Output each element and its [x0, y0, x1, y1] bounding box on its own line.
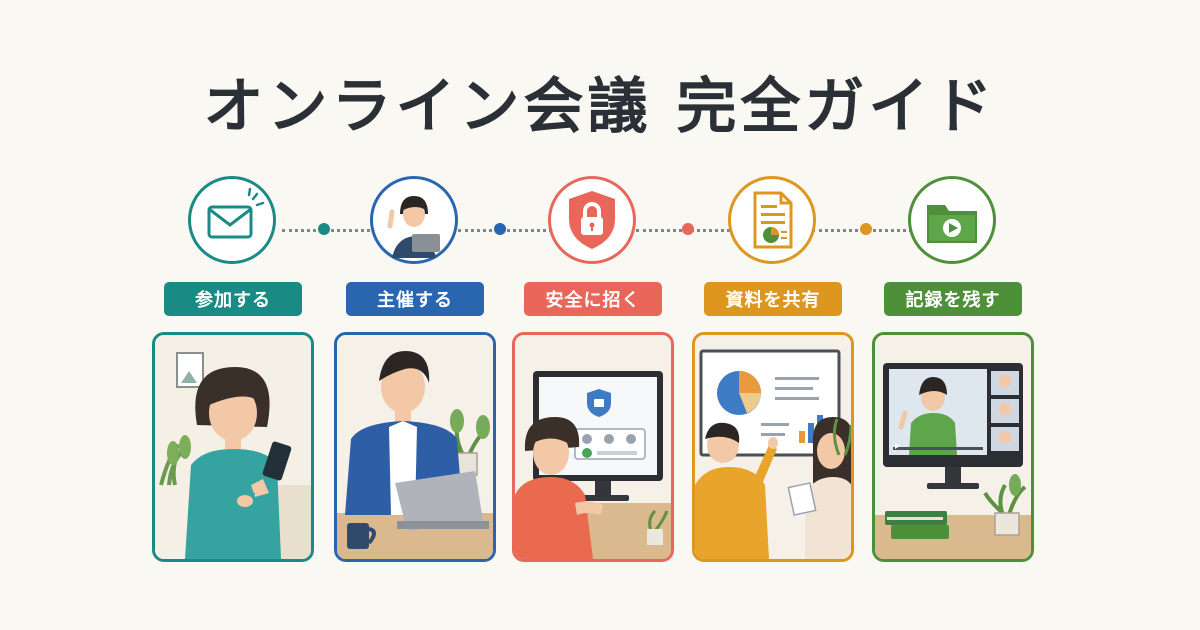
video-folder-icon — [927, 205, 977, 243]
step-secure-circle — [548, 176, 636, 264]
step-record-card — [872, 332, 1034, 562]
step-secure-card — [512, 332, 674, 562]
step-secure-invite: 安全に招く — [508, 176, 678, 566]
host-illustration — [337, 335, 493, 559]
step-join-card — [152, 332, 314, 562]
connector-line-1 — [282, 229, 382, 232]
connector-dot-2 — [494, 223, 506, 235]
envelope-icon — [207, 187, 265, 239]
record-illustration — [875, 335, 1031, 559]
connector-dot-3 — [682, 223, 694, 235]
connector-dot-4 — [860, 223, 872, 235]
secure-invite-illustration — [515, 335, 671, 559]
step-record-label: 記録を残す — [884, 282, 1022, 316]
step-join: 参加する — [148, 176, 318, 566]
step-secure-label: 安全に招く — [524, 282, 662, 316]
step-share-circle — [728, 176, 816, 264]
host-avatar-icon — [376, 182, 452, 258]
step-record-circle — [908, 176, 996, 264]
step-share-materials: 資料を共有 — [688, 176, 858, 566]
step-share-card — [692, 332, 854, 562]
join-illustration — [155, 335, 311, 559]
step-host-card — [334, 332, 496, 562]
page-title: オンライン会議 完全ガイド — [203, 72, 997, 142]
step-host-label: 主催する — [346, 282, 484, 316]
step-host-circle — [370, 176, 458, 264]
share-illustration — [695, 335, 851, 559]
document-chart-icon — [753, 191, 793, 249]
step-share-label: 資料を共有 — [704, 282, 842, 316]
shield-lock-icon — [569, 191, 615, 249]
connector-dot-1 — [318, 223, 330, 235]
step-host: 主催する — [330, 176, 500, 566]
step-join-label: 参加する — [164, 282, 302, 316]
step-record: 記録を残す — [868, 176, 1038, 566]
connector-line-2 — [458, 229, 558, 232]
step-join-circle — [188, 176, 276, 264]
